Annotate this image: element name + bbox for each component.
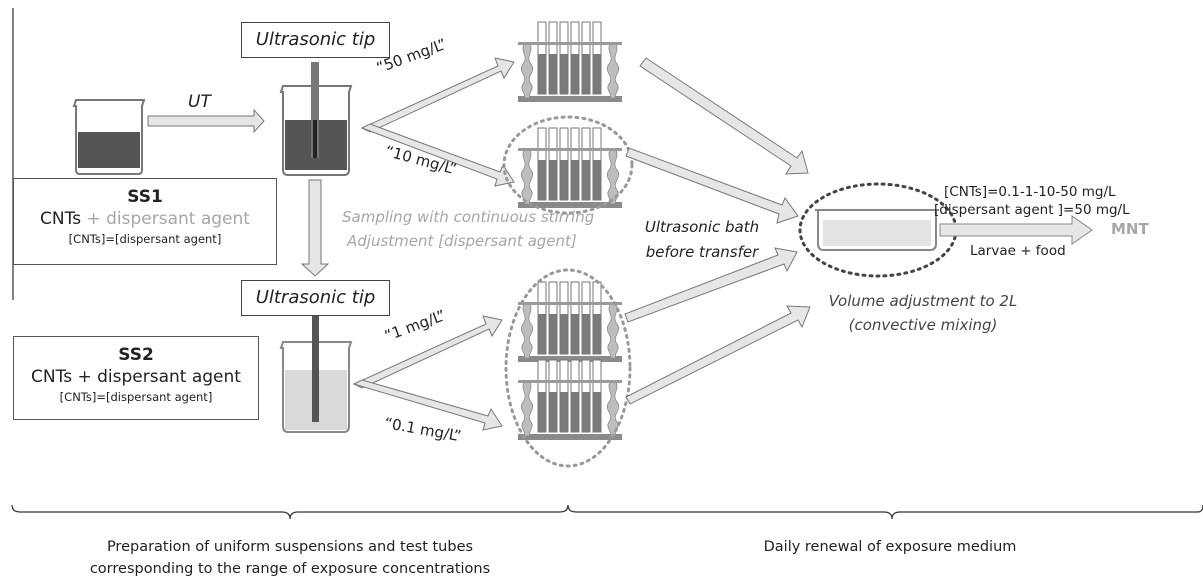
ss1-ratio: [CNTs]=[dispersant agent] (68, 232, 222, 246)
volume-note-1: Volume adjustment to 2L (828, 292, 1018, 310)
rack-01-icon (517, 359, 623, 441)
mnt-label: MNT (1111, 220, 1149, 238)
phase-preparation-line2: corresponding to the range of exposure c… (89, 561, 491, 577)
ss2-ratio: [CNTs]=[dispersant agent] (59, 390, 213, 404)
beaker-ut-top-icon (279, 62, 353, 176)
ss1-composition: CNTs + dispersant agent (14, 209, 276, 229)
ss1-box: SS1 CNTs + dispersant agent [CNTs]=[disp… (13, 178, 277, 265)
brace-preparation (11, 504, 569, 520)
phase-renewal: Daily renewal of exposure medium (763, 539, 1017, 555)
down-arrow (300, 179, 330, 277)
fork-arrows-top (360, 57, 515, 187)
volume-note-2: (convective mixing) (848, 316, 998, 334)
ss1-agent: + dispersant agent (86, 209, 250, 229)
ss2-title: SS2 (118, 345, 154, 365)
ultrasonic-tip-label-top: Ultrasonic tip (255, 29, 376, 50)
ut-label: UT (188, 92, 211, 112)
ss2-composition: CNTs + dispersant agent (31, 367, 241, 387)
fork-arrows-bottom (352, 315, 503, 431)
adjustment-note: Adjustment [dispersant agent] (347, 232, 577, 250)
bath-note-1: Ultrasonic bath (644, 218, 760, 236)
ss1-title: SS1 (127, 187, 163, 207)
rack-10-icon (517, 127, 623, 209)
ss1-cnts: CNTs (40, 209, 82, 229)
rack-50-icon (517, 21, 623, 103)
output-arrow (939, 215, 1093, 245)
beaker-ss1-icon (72, 99, 146, 175)
beaker-ut-bottom-icon (279, 312, 353, 433)
phase-preparation-line1: Preparation of uniform suspensions and t… (106, 539, 474, 555)
exposure-dish-icon (815, 209, 939, 251)
ultrasonic-tip-box-top: Ultrasonic tip (241, 22, 390, 58)
transfer-arrows (624, 57, 811, 405)
highlight-ellipse-10 (502, 115, 634, 215)
exposure-cnts-label: [CNTs]=0.1-1-10-50 mg/L (944, 184, 1116, 200)
rack-1-icon (517, 281, 623, 363)
ut-arrow (147, 108, 265, 134)
ss2-box: SS2 CNTs + dispersant agent [CNTs]=[disp… (13, 336, 259, 420)
larvae-food-label: Larvae + food (970, 243, 1066, 259)
exposure-agent-label: [dispersant agent ]=50 mg/L (934, 202, 1130, 218)
bath-note-2: before transfer (645, 243, 759, 261)
sampling-note: Sampling with continuous stirring (342, 208, 595, 226)
brace-renewal (567, 504, 1203, 520)
ultrasonic-tip-box-bottom: Ultrasonic tip (241, 280, 390, 316)
highlight-ellipse-low (504, 268, 632, 468)
ultrasonic-tip-label-bottom: Ultrasonic tip (255, 287, 376, 308)
